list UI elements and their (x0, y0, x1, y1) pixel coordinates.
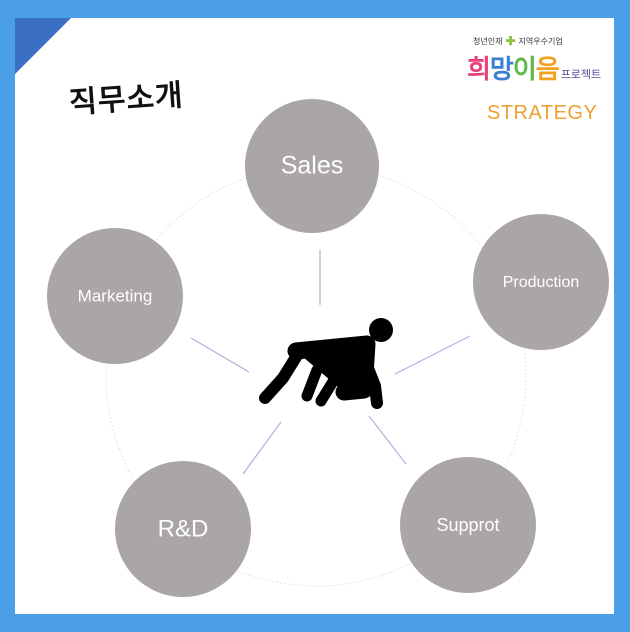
connector-marketing (190, 337, 250, 373)
node-production-label: Production (503, 274, 580, 291)
corner-accent (15, 18, 71, 74)
connector-production (394, 335, 471, 375)
runner-start-icon (259, 318, 393, 409)
connector-support (368, 415, 407, 465)
node-sales: Sales (245, 99, 379, 233)
node-production: Production (473, 214, 609, 350)
logo-letter: 희 (467, 55, 491, 85)
node-rnd: R&D (115, 461, 251, 597)
node-support-label: Supprot (436, 515, 499, 535)
node-marketing-circle (47, 228, 183, 364)
node-support-circle (400, 457, 536, 593)
main-card: 직무소개 청년인재 ✚ 지역우수기업 희망이음 프로젝트 STRATEGY Sa… (15, 18, 614, 614)
node-sales-label: Sales (281, 152, 344, 180)
node-rnd-circle (115, 461, 251, 597)
logo-main: 희망이음 프로젝트 (467, 49, 607, 86)
logo-tagline-right: 지역우수기업 (518, 36, 563, 46)
connector-rnd (242, 421, 282, 475)
node-support: Supprot (400, 457, 536, 593)
logo-letter: 이 (512, 55, 537, 85)
node-marketing-label: Marketing (78, 286, 153, 305)
logo-suffix: 프로젝트 (560, 69, 602, 81)
job-diagram: Sales Production Supprot R&D Marketing (47, 99, 609, 597)
logo-name: 희망이음 (467, 49, 560, 86)
logo-letter: 망 (489, 55, 514, 85)
strategy-label: STRATEGY (487, 102, 598, 124)
node-sales-circle (245, 99, 379, 233)
connector-lines (190, 250, 471, 475)
node-rnd-label: R&D (158, 515, 209, 542)
logo-letter: 음 (535, 55, 560, 85)
project-logo: 청년인재 ✚ 지역우수기업 희망이음 프로젝트 (467, 34, 607, 86)
node-marketing: Marketing (47, 228, 183, 364)
plus-icon: ✚ (505, 34, 516, 48)
logo-tagline-left: 청년인재 (473, 36, 503, 46)
logo-tagline: 청년인재 ✚ 지역우수기업 (473, 34, 607, 48)
node-production-circle (473, 214, 609, 350)
